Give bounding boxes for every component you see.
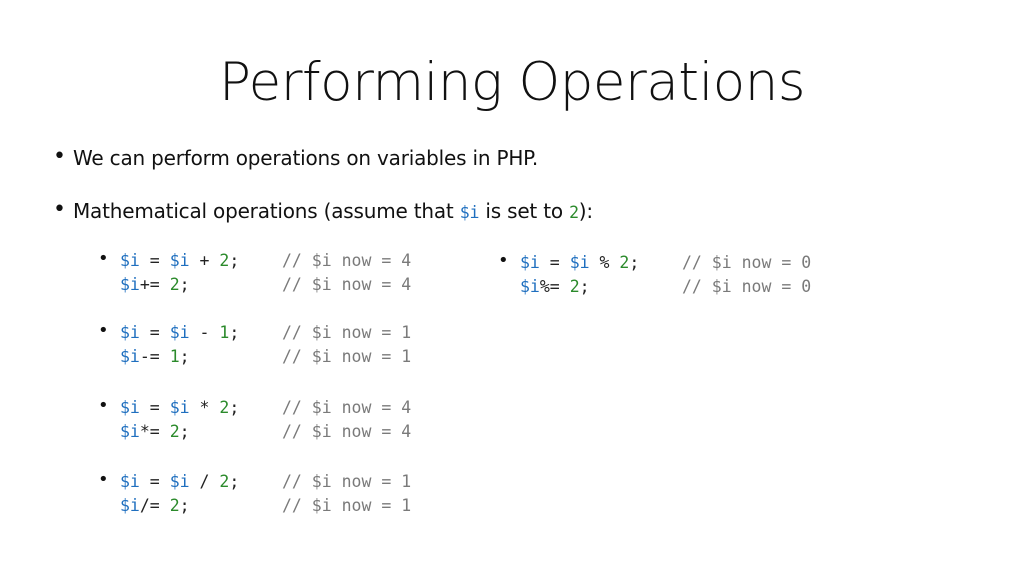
bullet-dot: • [53,197,66,222]
bullet-dot: • [98,395,109,416]
code-line: $i+= 2;// $i now = 4 [120,275,412,294]
code-comment: // $i now = 4 [282,422,412,441]
bullet-dot: • [53,144,66,169]
code-group-addition: • $i = $i + 2;// $i now = 4 $i+= 2;// $i… [98,248,412,297]
code-comment: // $i now = 4 [282,398,412,417]
code-comment: // $i now = 1 [282,496,412,515]
bullet-intro: • We can perform operations on variables… [53,144,539,170]
bullet-dot: • [98,248,109,269]
code-comment: // $i now = 4 [282,275,412,294]
bullet-math-prefix: Mathematical operations (assume that [73,199,460,223]
code-line: $i*= 2;// $i now = 4 [120,422,412,441]
code-comment: // $i now = 1 [282,323,412,342]
bullet-math-ops: • Mathematical operations (assume that $… [53,197,593,223]
code-line: $i = $i * 2;// $i now = 4 [120,398,412,417]
code-line: $i = $i % 2;// $i now = 0 [520,253,812,272]
bullet-intro-text: We can perform operations on variables i… [73,146,539,170]
bullet-math-mid: is set to [479,199,570,223]
code-group-subtraction: • $i = $i - 1;// $i now = 1 $i-= 1;// $i… [98,320,412,369]
code-line: $i-= 1;// $i now = 1 [120,347,412,366]
code-comment: // $i now = 1 [282,347,412,366]
code-comment: // $i now = 4 [282,251,412,270]
code-group-division: • $i = $i / 2;// $i now = 1 $i/= 2;// $i… [98,469,412,518]
bullet-dot: • [498,250,509,271]
code-comment: // $i now = 0 [682,277,812,296]
code-line: $i%= 2;// $i now = 0 [520,277,812,296]
inline-code-var: $i [459,203,480,222]
code-line: $i = $i / 2;// $i now = 1 [120,472,412,491]
code-line: $i/= 2;// $i now = 1 [120,496,412,515]
code-group-multiplication: • $i = $i * 2;// $i now = 4 $i*= 2;// $i… [98,395,412,444]
inline-code-num: 2 [569,203,579,222]
bullet-dot: • [98,320,109,341]
code-group-modulus: • $i = $i % 2;// $i now = 0 $i%= 2;// $i… [498,250,812,299]
code-comment: // $i now = 1 [282,472,412,491]
slide-title: Performing Operations [219,52,805,113]
bullet-math-suffix: ): [578,199,593,223]
code-comment: // $i now = 0 [682,253,812,272]
code-line: $i = $i - 1;// $i now = 1 [120,323,412,342]
bullet-dot: • [98,469,109,490]
code-line: $i = $i + 2;// $i now = 4 [120,251,412,270]
